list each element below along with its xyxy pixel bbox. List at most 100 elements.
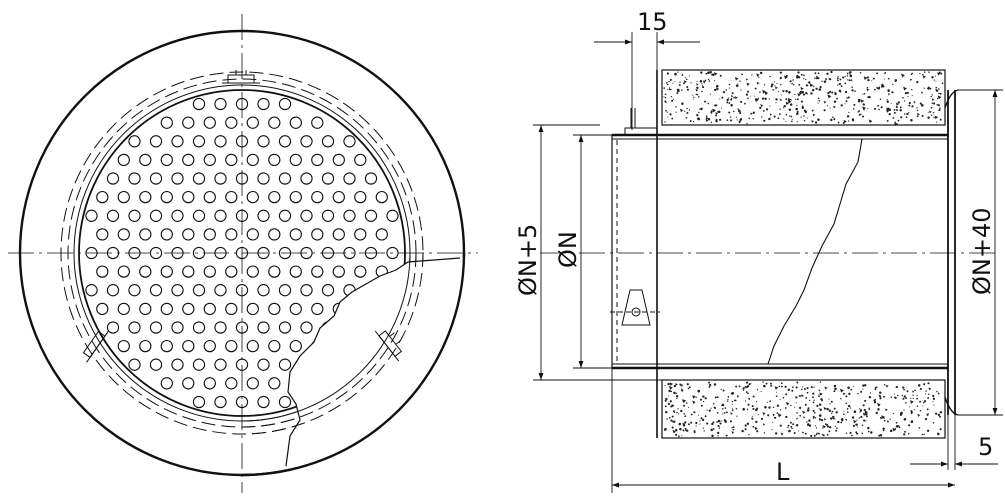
speckle-dot xyxy=(823,80,827,84)
speckle-dot xyxy=(748,117,751,120)
speckle-dot xyxy=(832,415,835,419)
speckle-dot xyxy=(858,113,862,117)
speckle-dot xyxy=(698,96,700,98)
speckle-dot xyxy=(811,109,814,112)
speckle-dot xyxy=(847,386,850,390)
speckle-dot xyxy=(796,121,798,123)
speckle-dot xyxy=(762,89,766,94)
speckle-dot xyxy=(690,82,692,84)
perforation-hole xyxy=(171,284,184,297)
speckle-dot xyxy=(758,76,760,78)
perforation-hole xyxy=(106,209,120,222)
speckle-dot xyxy=(932,112,935,114)
speckle-dot xyxy=(879,416,883,420)
speckle-dot xyxy=(817,97,820,100)
speckle-dot xyxy=(763,84,766,86)
speckle-dot xyxy=(779,71,782,74)
speckle-dot xyxy=(937,72,941,76)
speckle-dot xyxy=(931,94,933,96)
speckle-dot xyxy=(699,79,703,83)
speckle-dot xyxy=(678,413,680,415)
speckle-dot xyxy=(789,80,792,83)
speckle-dot xyxy=(708,385,711,388)
perforation-hole xyxy=(139,190,152,204)
speckle-dot xyxy=(685,116,688,120)
speckle-dot xyxy=(754,426,758,431)
speckle-dot xyxy=(692,98,694,100)
speckle-dot xyxy=(930,106,933,109)
speckle-dot xyxy=(900,411,903,415)
speckle-dot xyxy=(800,73,803,76)
speckle-dot xyxy=(686,86,689,88)
speckle-dot xyxy=(879,98,882,100)
speckle-dot xyxy=(731,431,735,434)
speckle-dot xyxy=(803,416,806,419)
speckle-dot xyxy=(730,95,734,98)
speckle-dot xyxy=(748,383,751,386)
speckle-dot xyxy=(911,88,913,91)
break-line xyxy=(285,257,461,467)
speckle-dot xyxy=(823,418,827,421)
speckle-dot xyxy=(782,89,785,93)
perforation-hole xyxy=(257,284,270,297)
speckle-dot xyxy=(861,424,864,427)
speckle-dot xyxy=(700,404,703,407)
speckle-dot xyxy=(757,414,759,416)
perforation-hole xyxy=(278,246,292,260)
perforation-hole xyxy=(192,284,206,297)
speckle-dot xyxy=(813,434,817,438)
speckle-dot xyxy=(917,413,921,417)
speckle-dot xyxy=(933,404,935,406)
speckle-dot xyxy=(822,434,825,437)
speckle-dot xyxy=(938,88,940,90)
speckle-dot xyxy=(886,109,890,113)
speckle-dot xyxy=(818,414,822,417)
speckle-dot xyxy=(670,88,672,91)
speckle-dot xyxy=(698,111,700,114)
speckle-dot xyxy=(702,400,705,403)
speckle-dot xyxy=(721,407,724,411)
speckle-dot xyxy=(715,118,718,121)
speckle-dot xyxy=(739,80,741,82)
speckle-dot xyxy=(674,81,676,83)
speckle-dot xyxy=(858,98,861,102)
speckle-dot xyxy=(927,413,929,415)
speckle-dot xyxy=(759,106,762,110)
speckle-dot xyxy=(732,428,735,431)
speckle-dot xyxy=(733,399,736,402)
perforation-hole xyxy=(321,209,335,222)
speckle-dot xyxy=(853,410,857,413)
perforation-hole xyxy=(214,97,227,111)
perforation-hole xyxy=(214,246,227,260)
speckle-dot xyxy=(670,390,673,393)
speckle-dot xyxy=(792,423,795,426)
speckle-dot xyxy=(862,384,865,387)
speckle-dot xyxy=(837,420,840,424)
speckle-dot xyxy=(726,119,729,122)
speckle-dot xyxy=(865,420,867,422)
speckle-dot xyxy=(882,429,885,432)
speckle-dot xyxy=(675,395,679,398)
perforation-hole xyxy=(225,116,238,129)
perforation-hole xyxy=(160,265,173,278)
speckle-dot xyxy=(774,81,776,83)
solid-ring-arc xyxy=(241,252,411,422)
speckle-dot xyxy=(752,395,755,398)
speckle-dot xyxy=(811,88,815,92)
speckle-dot xyxy=(803,115,805,117)
perforation-hole xyxy=(268,339,281,353)
speckle-dot xyxy=(895,425,899,428)
speckle-dot xyxy=(882,427,885,430)
speckle-dot xyxy=(663,96,665,98)
perforation-hole xyxy=(300,172,313,185)
dim-dn-plus-40: ØN+40 xyxy=(958,89,1003,416)
speckle-dot xyxy=(806,117,808,119)
perforation-hole xyxy=(85,246,98,260)
speckle-dot xyxy=(718,427,721,429)
perforation-hole xyxy=(149,284,163,297)
speckle-dot xyxy=(803,74,805,77)
perforation-hole xyxy=(117,228,130,241)
speckle-dot xyxy=(744,428,747,431)
perforation-hole xyxy=(268,190,281,204)
speckle-dot xyxy=(827,94,832,99)
